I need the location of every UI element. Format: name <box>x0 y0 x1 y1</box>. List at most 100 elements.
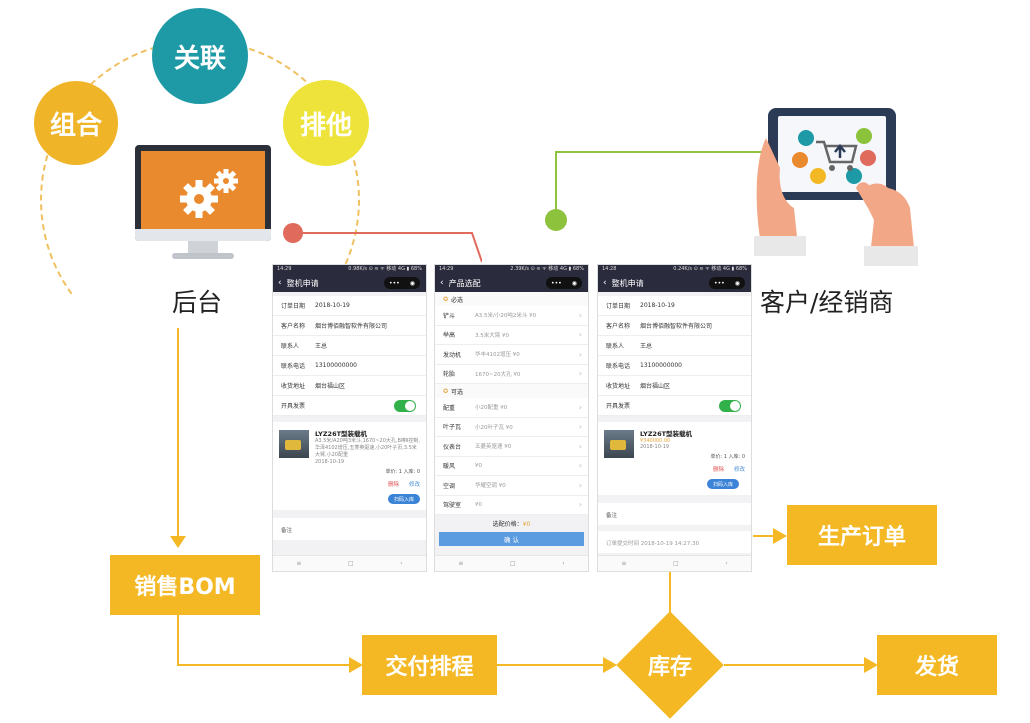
menu-icon[interactable]: ≡ <box>296 560 302 567</box>
gears-icon <box>180 169 238 218</box>
flow-line-bom-down <box>177 615 179 665</box>
field-value: 烟台福山区 <box>640 383 671 390</box>
modify-button[interactable]: 修改 <box>733 467 745 473</box>
option-value: 1670~20大孔 ¥0 <box>475 371 521 378</box>
field-row[interactable]: 收货地址烟台福山区 <box>273 376 426 396</box>
menu-icon[interactable]: ≡ <box>458 560 464 567</box>
option-row[interactable]: 暖风¥0› <box>435 456 588 476</box>
shopping-cart-icon <box>792 128 876 184</box>
exclude-bubble: 排他 <box>283 80 369 166</box>
chevron-right-icon: › <box>578 441 582 451</box>
delete-button[interactable]: 删除 <box>387 482 399 488</box>
page-title: 产品选配 <box>448 278 481 288</box>
product-title: LYZ26T型装载机 <box>315 430 368 438</box>
close-circle-icon[interactable]: ◉ <box>734 279 740 287</box>
option-row[interactable]: 空调华耀空调 ¥0› <box>435 476 588 496</box>
chevron-right-icon: › <box>578 461 582 471</box>
required-label: 必选 <box>451 296 464 304</box>
capsule-menu[interactable]: ••• ◉ <box>546 277 582 289</box>
android-nav-bar: ≡ □ ‹ <box>598 555 751 571</box>
option-row[interactable]: 驾驶室¥0› <box>435 495 588 515</box>
modify-button[interactable]: 修改 <box>408 482 420 488</box>
field-row[interactable]: 客户名称烟台博佰融智软件有限公司 <box>273 316 426 336</box>
close-circle-icon[interactable]: ◉ <box>409 279 415 287</box>
remark-field[interactable]: 备注 <box>598 503 751 525</box>
delete-button[interactable]: 删除 <box>712 467 724 473</box>
confirm-button[interactable]: 确 认 <box>439 532 584 546</box>
flow-line-schedule-right <box>497 664 603 666</box>
option-row[interactable]: 发动机华丰4102增压 ¥0› <box>435 345 588 365</box>
capsule-menu[interactable]: ••• ◉ <box>709 277 745 289</box>
field-label: 收货地址 <box>606 383 631 390</box>
option-label: 铲斗 <box>443 312 456 320</box>
inventory-decision: 库存 <box>616 611 724 719</box>
flow-arrow-right <box>603 657 617 673</box>
option-value: 华耀空调 ¥0 <box>475 483 506 490</box>
optional-icon: ✪ <box>443 387 449 395</box>
customer-connector <box>545 151 774 231</box>
scan-button[interactable]: 扫码入库 <box>388 494 420 504</box>
invoice-toggle[interactable] <box>719 400 741 412</box>
nav-bar: ‹ 整机申请 ••• ◉ <box>273 274 426 292</box>
product-date: 2018-10-19 <box>315 459 345 465</box>
more-icon[interactable]: ••• <box>389 279 400 287</box>
chevron-right-icon: › <box>578 402 582 412</box>
home-icon[interactable]: □ <box>509 560 516 567</box>
flow-arrow-down <box>170 536 186 548</box>
remark-field[interactable]: 备注 <box>273 518 426 540</box>
loader-thumbnail <box>604 430 634 458</box>
option-row[interactable]: 仪表台五菱英驱速 ¥0› <box>435 437 588 457</box>
combo-bubble: 组合 <box>34 81 118 165</box>
home-icon[interactable]: □ <box>672 560 679 567</box>
chevron-right-icon: › <box>578 500 582 510</box>
required-icon: ✪ <box>443 295 449 303</box>
close-circle-icon[interactable]: ◉ <box>571 279 577 287</box>
field-value: 烟台博佰融智软件有限公司 <box>640 323 713 330</box>
field-row[interactable]: 联系人王总 <box>598 336 751 356</box>
back-nav-icon[interactable]: ‹ <box>725 560 728 567</box>
relate-bubble-label: 关联 <box>173 43 226 74</box>
optional-label: 可选 <box>451 388 464 396</box>
chevron-right-icon: › <box>578 480 582 490</box>
field-row[interactable]: 联系人王总 <box>273 336 426 356</box>
option-value: 五菱英驱速 ¥0 <box>475 444 512 451</box>
back-nav-icon[interactable]: ‹ <box>400 560 403 567</box>
back-icon[interactable]: ‹ <box>440 278 444 288</box>
flow-arrow-right <box>773 528 787 544</box>
back-icon[interactable]: ‹ <box>278 278 282 288</box>
field-value: 王总 <box>315 343 328 350</box>
menu-icon[interactable]: ≡ <box>621 560 627 567</box>
status-time: 14:29 <box>439 266 454 272</box>
sales-bom-box: 销售BOM <box>110 555 260 615</box>
home-icon[interactable]: □ <box>347 560 354 567</box>
invoice-toggle[interactable] <box>394 400 416 412</box>
page-title: 整机申请 <box>286 278 319 288</box>
field-row[interactable]: 客户名称烟台博佰融智软件有限公司 <box>598 316 751 336</box>
chevron-right-icon: › <box>578 330 582 340</box>
capsule-menu[interactable]: ••• ◉ <box>384 277 420 289</box>
price-value: ¥0 <box>522 521 531 528</box>
field-row[interactable]: 收货地址 烟台福山区 <box>598 376 751 396</box>
option-label: 轮胎 <box>443 371 456 379</box>
option-row[interactable]: 叶子瓦小20叶子瓦 ¥0› <box>435 417 588 437</box>
back-icon[interactable]: ‹ <box>603 278 607 288</box>
option-row[interactable]: 配重小20配重 ¥0› <box>435 398 588 418</box>
option-label: 驾驶室 <box>443 502 462 510</box>
optional-section-header: ✪可选 <box>435 384 588 398</box>
field-value: 烟台博佰融智软件有限公司 <box>315 323 388 330</box>
back-nav-icon[interactable]: ‹ <box>562 560 565 567</box>
more-icon[interactable]: ••• <box>551 279 562 287</box>
scan-button[interactable]: 扫码入库 <box>707 479 739 489</box>
more-icon[interactable]: ••• <box>714 279 725 287</box>
field-label: 联系电话 <box>281 363 306 370</box>
